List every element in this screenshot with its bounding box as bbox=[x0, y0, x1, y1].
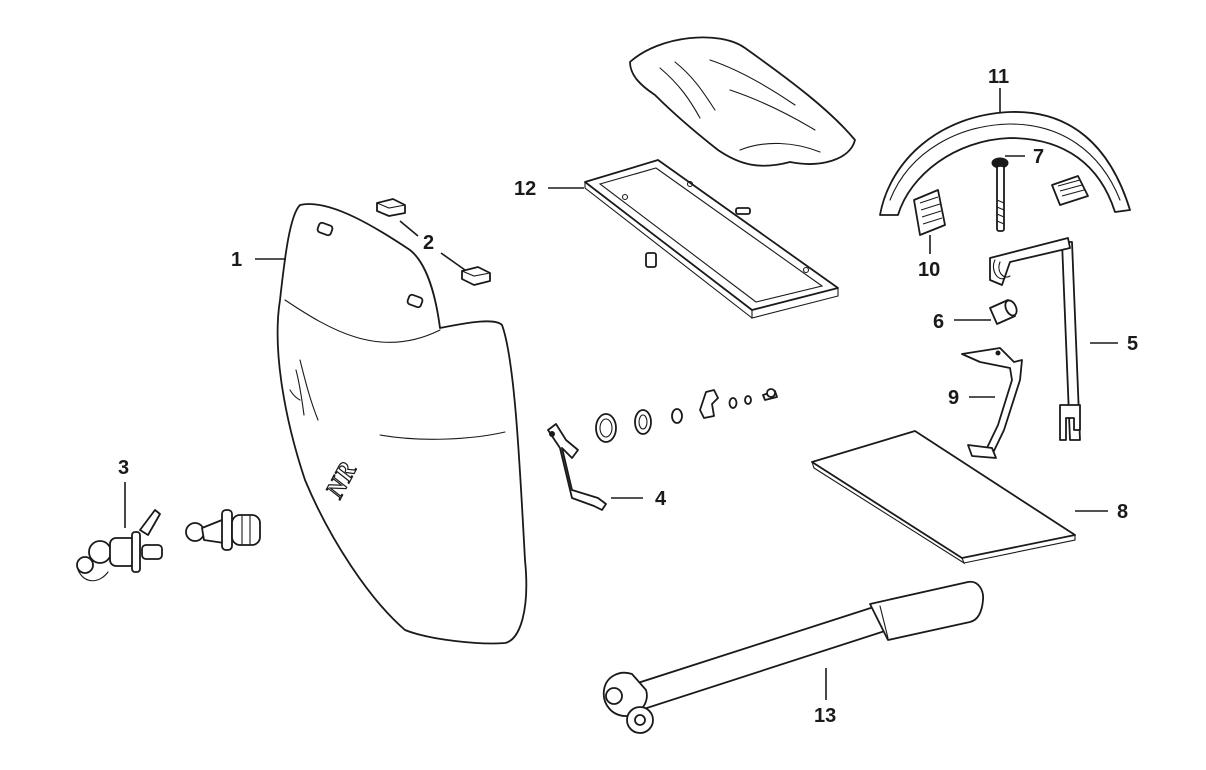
bushing-part bbox=[989, 299, 1018, 325]
lock-and-keys-part bbox=[76, 509, 261, 582]
callout-8: 8 bbox=[1117, 501, 1128, 523]
z-bracket-part bbox=[961, 347, 1023, 459]
callout-4: 4 bbox=[655, 488, 667, 510]
reflector-part bbox=[913, 189, 946, 236]
leader-2a bbox=[399, 220, 419, 237]
callout-10: 10 bbox=[918, 259, 940, 281]
luggage-tray-part bbox=[584, 159, 839, 319]
mudguard-part bbox=[879, 111, 1131, 216]
callout-13: 13 bbox=[814, 705, 836, 727]
latch-mechanism-part bbox=[547, 388, 778, 511]
callout-6: 6 bbox=[933, 311, 944, 333]
side-panel-part: NR bbox=[276, 203, 528, 645]
tool-bag-part bbox=[629, 36, 856, 167]
callout-2: 2 bbox=[423, 232, 434, 254]
callout-labels: 1 2 3 4 5 6 7 8 9 10 11 12 13 bbox=[118, 66, 1138, 727]
callout-11: 11 bbox=[988, 66, 1009, 88]
callout-1: 1 bbox=[231, 249, 242, 271]
callout-5: 5 bbox=[1127, 333, 1138, 355]
callout-3: 3 bbox=[118, 457, 129, 479]
flat-sheet-part bbox=[811, 430, 1076, 565]
callout-12: 12 bbox=[514, 178, 536, 200]
panel-clips-part bbox=[376, 198, 491, 286]
leader-lines bbox=[124, 88, 1118, 700]
air-pump-part bbox=[602, 580, 984, 734]
leader-2b bbox=[440, 252, 466, 271]
callout-9: 9 bbox=[948, 387, 959, 409]
bolt-part bbox=[991, 157, 1009, 232]
callout-7: 7 bbox=[1033, 146, 1044, 168]
rear-bracket-part bbox=[989, 175, 1089, 441]
